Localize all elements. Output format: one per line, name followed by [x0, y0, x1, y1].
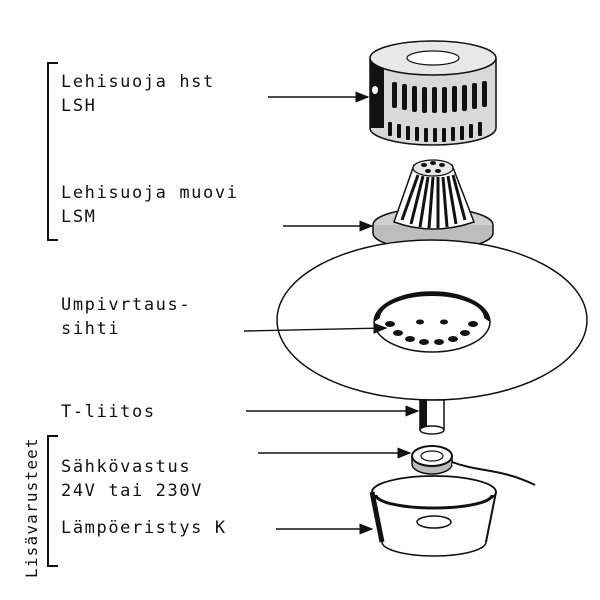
overflow-sieve-icon: [276, 239, 588, 401]
t-connector-icon: [419, 399, 445, 435]
leaf-guard-plastic-icon: [372, 159, 494, 251]
label-lisavarusteet: Lisävarusteet: [22, 437, 41, 578]
leaf-guard-steel-icon: [369, 40, 497, 146]
label-lampoeristys: Lämpöeristys K: [61, 518, 227, 538]
insulation-bowl-icon: [369, 475, 497, 557]
label-umpivirtaus-sihti: Umpivrtaus-sihti: [61, 295, 192, 339]
label-t-liitos: T-liitos: [61, 402, 156, 422]
arrow-sieve: [243, 322, 388, 334]
heating-element-icon: [411, 445, 536, 488]
bracket-accessories: [47, 435, 58, 567]
bracket-leaf-guards: [47, 62, 58, 241]
